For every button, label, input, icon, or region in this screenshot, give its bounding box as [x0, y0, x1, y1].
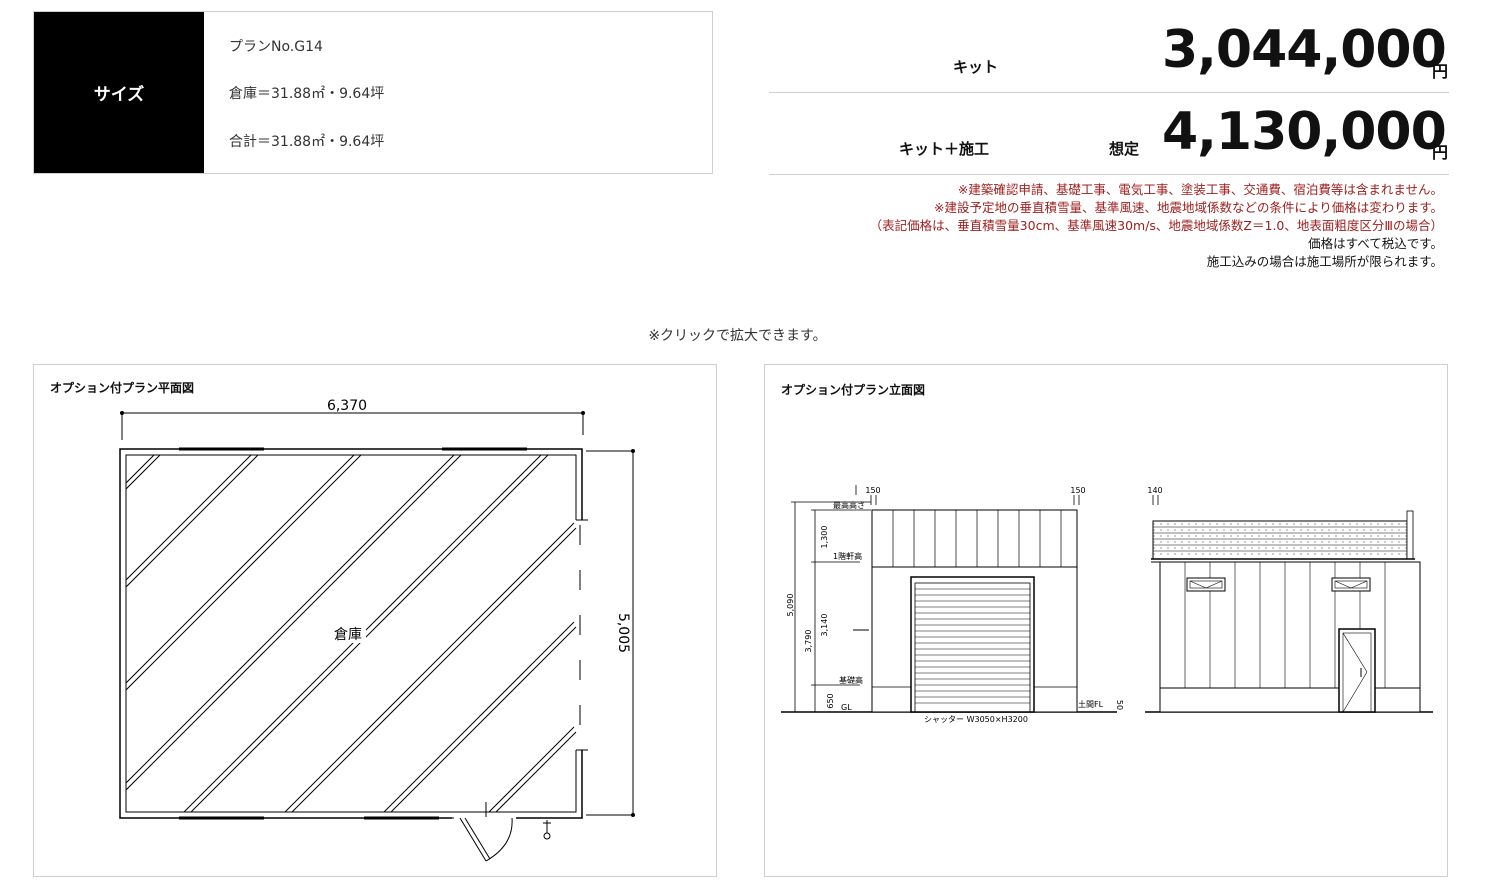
kit-yen: 円 — [1432, 62, 1449, 81]
assumed-label: 想定 — [1109, 140, 1140, 158]
note-line-3: （表記価格は、垂直積雪量30cm、基準風速30m/s、地震地域係数Z＝1.0、地… — [869, 218, 1443, 233]
warehouse-area: 倉庫＝31.88㎡・9.64坪 — [229, 86, 385, 102]
depth-dimension: 5,005 — [615, 613, 631, 653]
construct-price: 4,130,000 — [1162, 102, 1447, 162]
note-line-4: 価格はすべて税込です。 — [1308, 236, 1443, 251]
click-to-enlarge-note: ※クリックで拡大できます。 — [648, 328, 827, 344]
price-divider-2 — [769, 174, 1449, 175]
width-dimension: 6,370 — [327, 398, 367, 414]
shutter-label: シャッター W3050×H3200 — [924, 715, 1028, 724]
floor-hatch — [125, 454, 577, 813]
roof-tiles — [1153, 526, 1407, 552]
price-notes: ※建築確認申請、基礎工事、電気工事、塗装工事、交通費、宿泊費等は含まれません。 … — [870, 181, 1443, 271]
dim-140: 140 — [1147, 486, 1162, 495]
floor-plan-panel[interactable]: オプション付プラン平面図 6,370 5,005 — [33, 364, 717, 877]
total-area: 合計＝31.88㎡・9.64坪 — [229, 134, 385, 150]
label-eave-height: 1階軒高 — [833, 551, 862, 561]
floor-plan-title: オプション付プラン平面図 — [50, 381, 195, 395]
kit-price: 3,044,000 — [1162, 20, 1447, 80]
dim-150-left: 150 — [865, 486, 880, 495]
label-max-height: 最高高さ — [833, 500, 865, 510]
plan-number: プランNo.G14 — [229, 39, 323, 55]
note-line-5: 施工込みの場合は施工場所が限られます。 — [1206, 254, 1443, 269]
dim-5090: 5,090 — [786, 594, 795, 617]
label-gl: GL — [841, 703, 852, 712]
dim-150-right: 150 — [1070, 486, 1085, 495]
size-table: サイズ プランNo.G14 倉庫＝31.88㎡・9.64坪 合計＝31.88㎡・… — [33, 11, 713, 174]
note-line-1: ※建築確認申請、基礎工事、電気工事、塗装工事、交通費、宿泊費等は含まれません。 — [957, 182, 1443, 197]
construct-label: キット＋施工 — [899, 140, 990, 158]
construct-yen: 円 — [1432, 143, 1449, 162]
note-line-2: ※建設予定地の垂直積雪量、基準風速、地震地域係数などの条件により価格は変わります… — [934, 200, 1443, 215]
shutter-slats — [915, 588, 1030, 704]
front-wall-panels — [892, 510, 1062, 567]
dim-3140: 3,140 — [820, 614, 829, 637]
label-base-height: 基礎高 — [839, 675, 863, 685]
room-label: 倉庫 — [334, 626, 362, 643]
label-dirt-fl: 土間FL — [1078, 699, 1104, 709]
elevation-title: オプション付プラン立面図 — [781, 383, 926, 397]
floor-plan-drawing: 6,370 5,005 — [119, 398, 635, 862]
dim-50: 50 — [1115, 700, 1124, 710]
kit-label: キット — [953, 58, 999, 76]
dim-650: 650 — [826, 693, 835, 708]
dim-1300: 1,300 — [820, 526, 829, 549]
elevation-panel[interactable]: オプション付プラン立面図 最高高さ 1階軒高 基礎高 GL 1,300 3,14… — [764, 364, 1448, 877]
price-divider-1 — [769, 92, 1449, 93]
elevation-drawing: 最高高さ 1階軒高 基礎高 GL 1,300 3,140 5,090 3,790… — [781, 485, 1433, 724]
size-header: サイズ — [34, 12, 204, 173]
dim-3790: 3,790 — [804, 630, 813, 653]
